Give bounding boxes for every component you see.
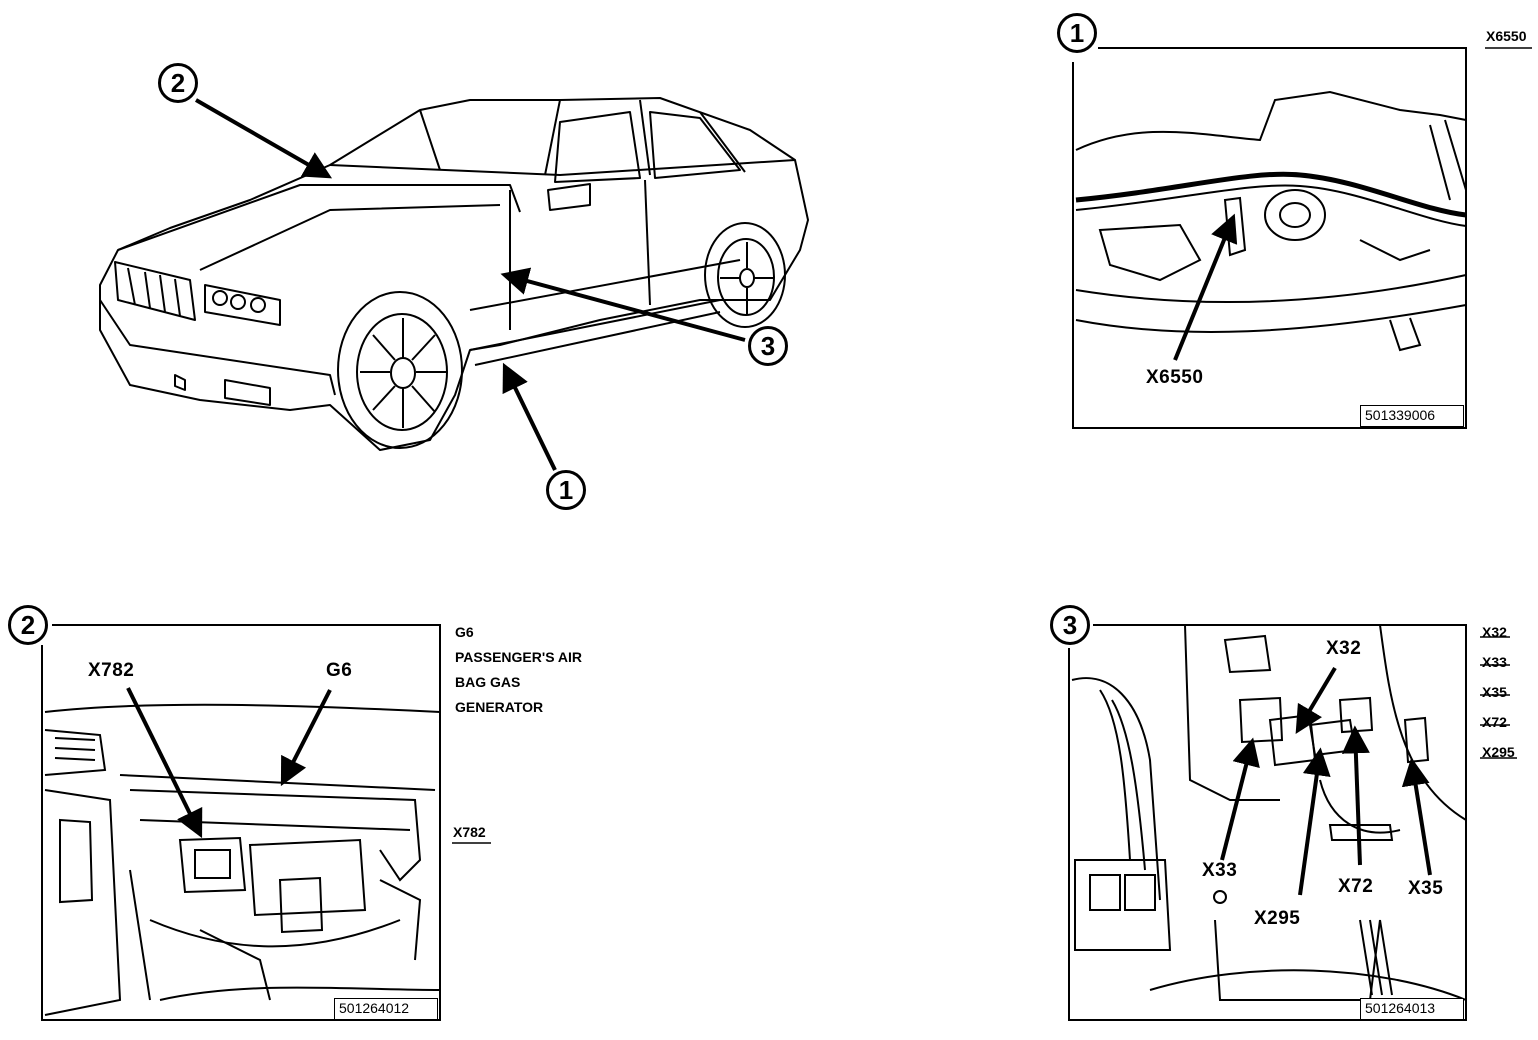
arrow-x782 [126,687,203,839]
detail2-legend: G6 PASSENGER'S AIR BAG GAS GENERATOR [455,620,582,720]
arrow-x295 [1298,747,1331,896]
detail3-figure-id: 501264013 [1360,998,1464,1020]
detail3-side-labels: X32 X33 X35 X72 X295 [1482,617,1515,767]
legend-line3: GENERATOR [455,699,544,715]
detail2-frame [41,624,441,1021]
callout-3: 3 [748,326,788,366]
detail3-label-x32: X32 [1326,638,1362,659]
arrow-x6550 [1173,213,1238,361]
arrow-g6 [280,689,332,787]
detail2-label-g6: G6 [326,660,353,681]
detail1-drawing [1075,90,1467,361]
detail3-drawing [1071,624,1467,1001]
detail3-number: 3 [1050,605,1090,645]
callout-1: 1 [546,470,586,510]
detail1-connector-label: X6550 [1146,367,1204,388]
detail3-label-x295: X295 [1254,908,1301,929]
legend-line1: PASSENGER'S AIR [455,649,583,665]
legend-code: G6 [455,624,474,640]
side-label-x72: X72 [1482,714,1507,730]
detail2-figure-id: 501264012 [334,998,438,1020]
arrow-1 [502,362,557,471]
detail3-label-x33: X33 [1202,860,1238,881]
arrow-x33 [1220,737,1260,861]
arrow-3 [500,267,746,342]
callout-2: 2 [158,63,198,103]
detail2-drawing [44,687,441,1016]
arrow-x35 [1401,757,1432,876]
detail3-label-x72: X72 [1338,876,1374,897]
car-illustration [99,97,809,451]
detail3-label-x35: X35 [1408,878,1444,899]
overview-arrows [195,98,746,471]
legend-line2: BAG GAS [455,674,521,690]
detail2-side-label-x782: X782 [453,824,486,840]
detail3-frame [1068,624,1467,1021]
side-label-x295: X295 [1482,744,1515,760]
arrow-x72 [1341,725,1370,866]
detail1-figure-id: 501339006 [1360,405,1464,427]
detail1-side-label-x6550: X6550 [1486,28,1527,44]
detail1-frame [1072,47,1467,429]
arrow-2 [195,98,333,179]
detail2-label-x782: X782 [88,660,135,681]
side-rules [452,47,1532,844]
side-label-x33: X33 [1482,654,1507,670]
side-label-x35: X35 [1482,684,1507,700]
arrow-x32 [1295,666,1337,735]
detail1-number: 1 [1057,13,1097,53]
detail2-number: 2 [8,605,48,645]
side-label-x32: X32 [1482,624,1507,640]
